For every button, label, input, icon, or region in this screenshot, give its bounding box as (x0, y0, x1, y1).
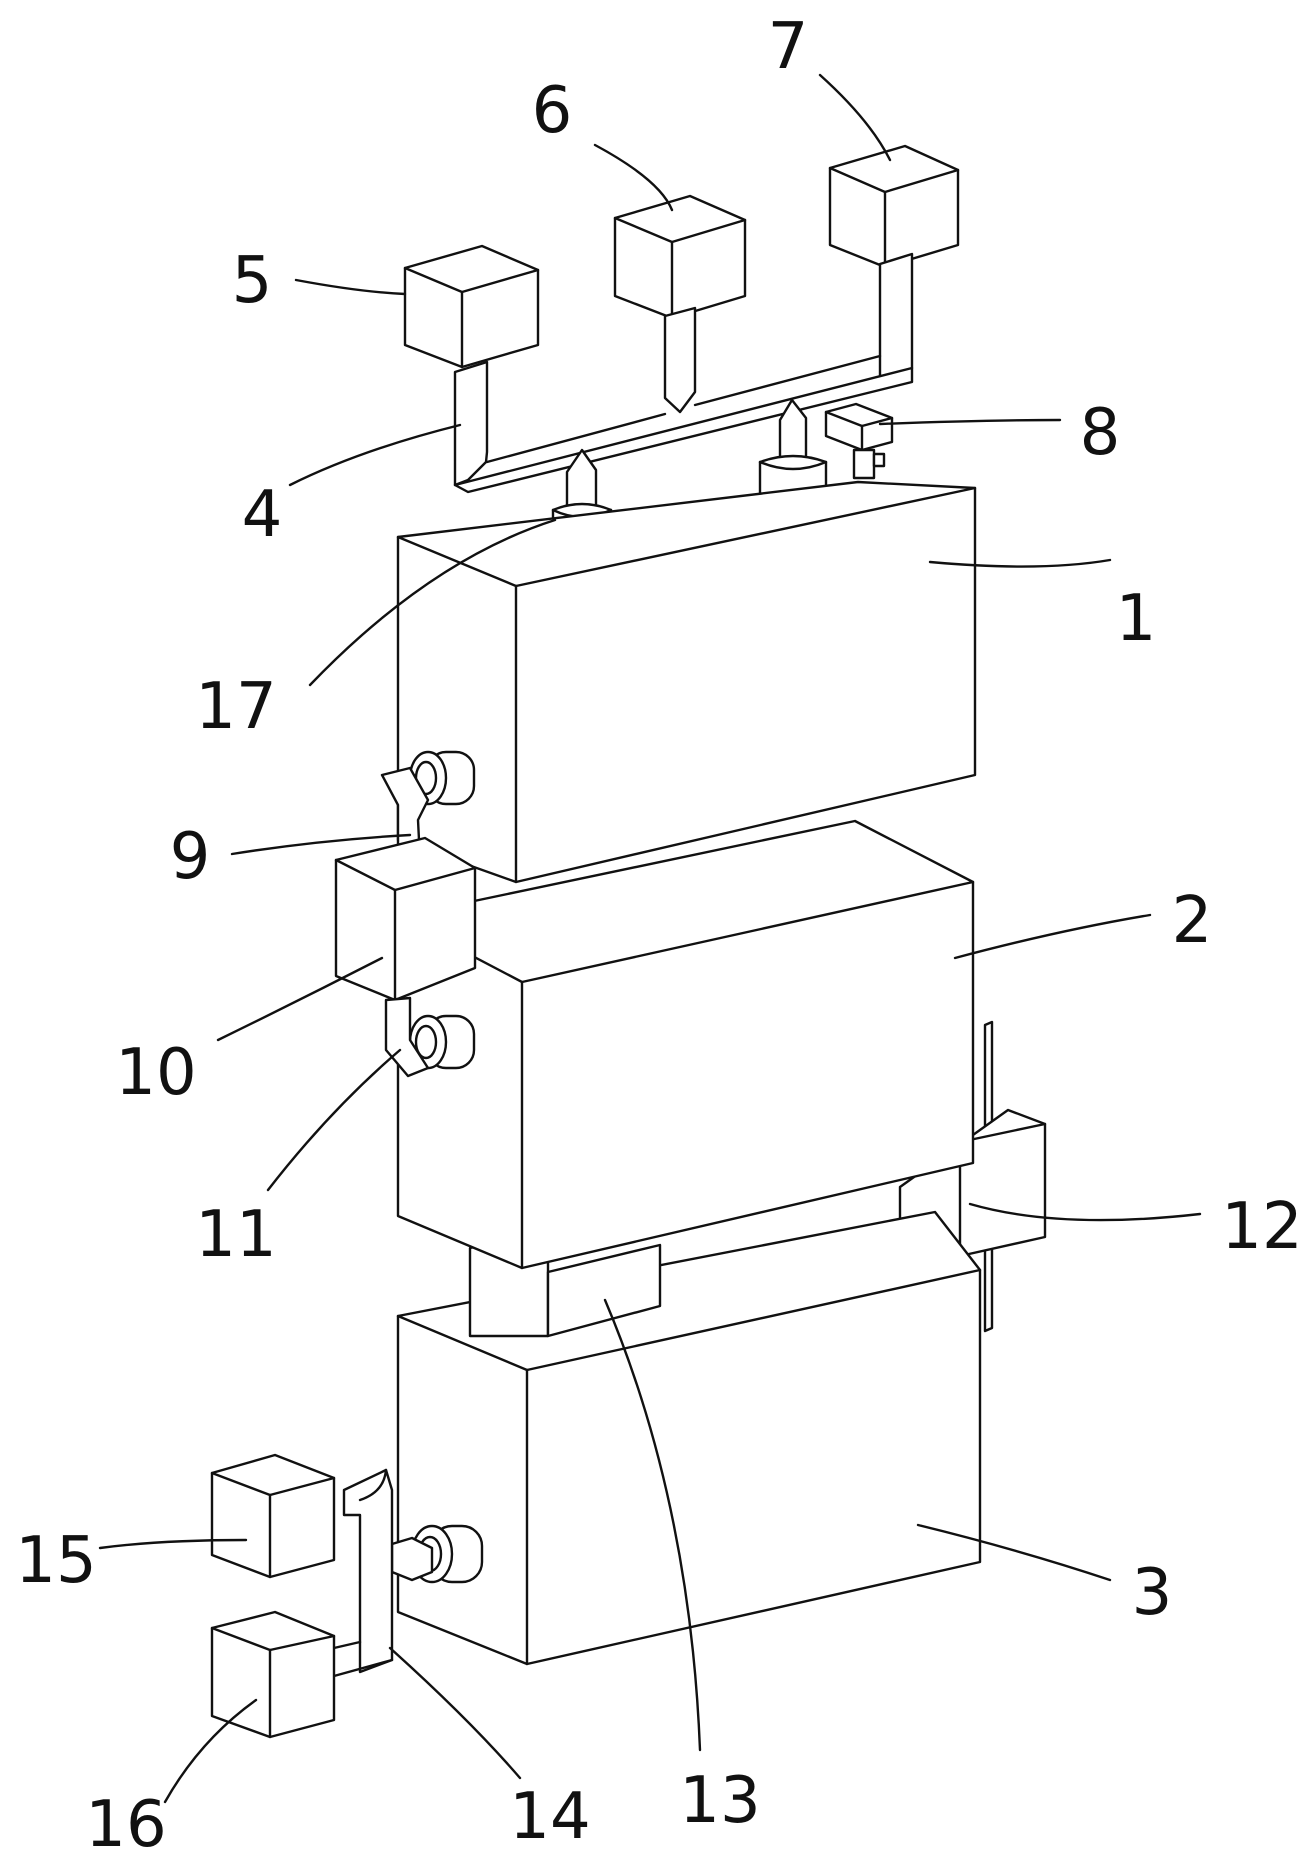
label-4: 4 (242, 478, 283, 552)
box-2 (396, 819, 975, 1270)
label-7: 7 (768, 10, 809, 84)
box-5 (403, 244, 540, 369)
box-16 (210, 1610, 336, 1739)
label-3: 3 (1132, 1556, 1173, 1630)
pump-10 (334, 836, 477, 1002)
label-12: 12 (1221, 1190, 1302, 1264)
label-9: 9 (170, 820, 211, 894)
reference-numerals: 1 2 3 4 5 6 7 8 9 10 11 12 13 14 15 16 1… (15, 10, 1302, 1853)
label-6: 6 (532, 74, 573, 148)
label-17: 17 (195, 670, 276, 744)
label-10: 10 (115, 1036, 196, 1110)
box-6 (613, 194, 747, 320)
label-14: 14 (509, 1780, 590, 1853)
label-1: 1 (1116, 582, 1157, 656)
label-16: 16 (85, 1788, 166, 1853)
label-11: 11 (195, 1198, 276, 1272)
port-box-2 (408, 1014, 476, 1070)
label-8: 8 (1080, 396, 1121, 470)
box-15 (210, 1453, 336, 1579)
pipe-11 (384, 996, 430, 1078)
outlet-pipe-14 (332, 1468, 434, 1678)
box-1 (396, 480, 977, 884)
manifold-pipe-4 (453, 252, 914, 494)
component-13 (546, 1243, 662, 1338)
label-5: 5 (232, 244, 273, 318)
box-7 (828, 144, 960, 269)
leader-lines (98, 73, 1202, 1804)
label-13: 13 (679, 1764, 760, 1838)
label-2: 2 (1172, 884, 1213, 958)
sensor-8 (824, 402, 894, 480)
label-15: 15 (15, 1524, 96, 1598)
